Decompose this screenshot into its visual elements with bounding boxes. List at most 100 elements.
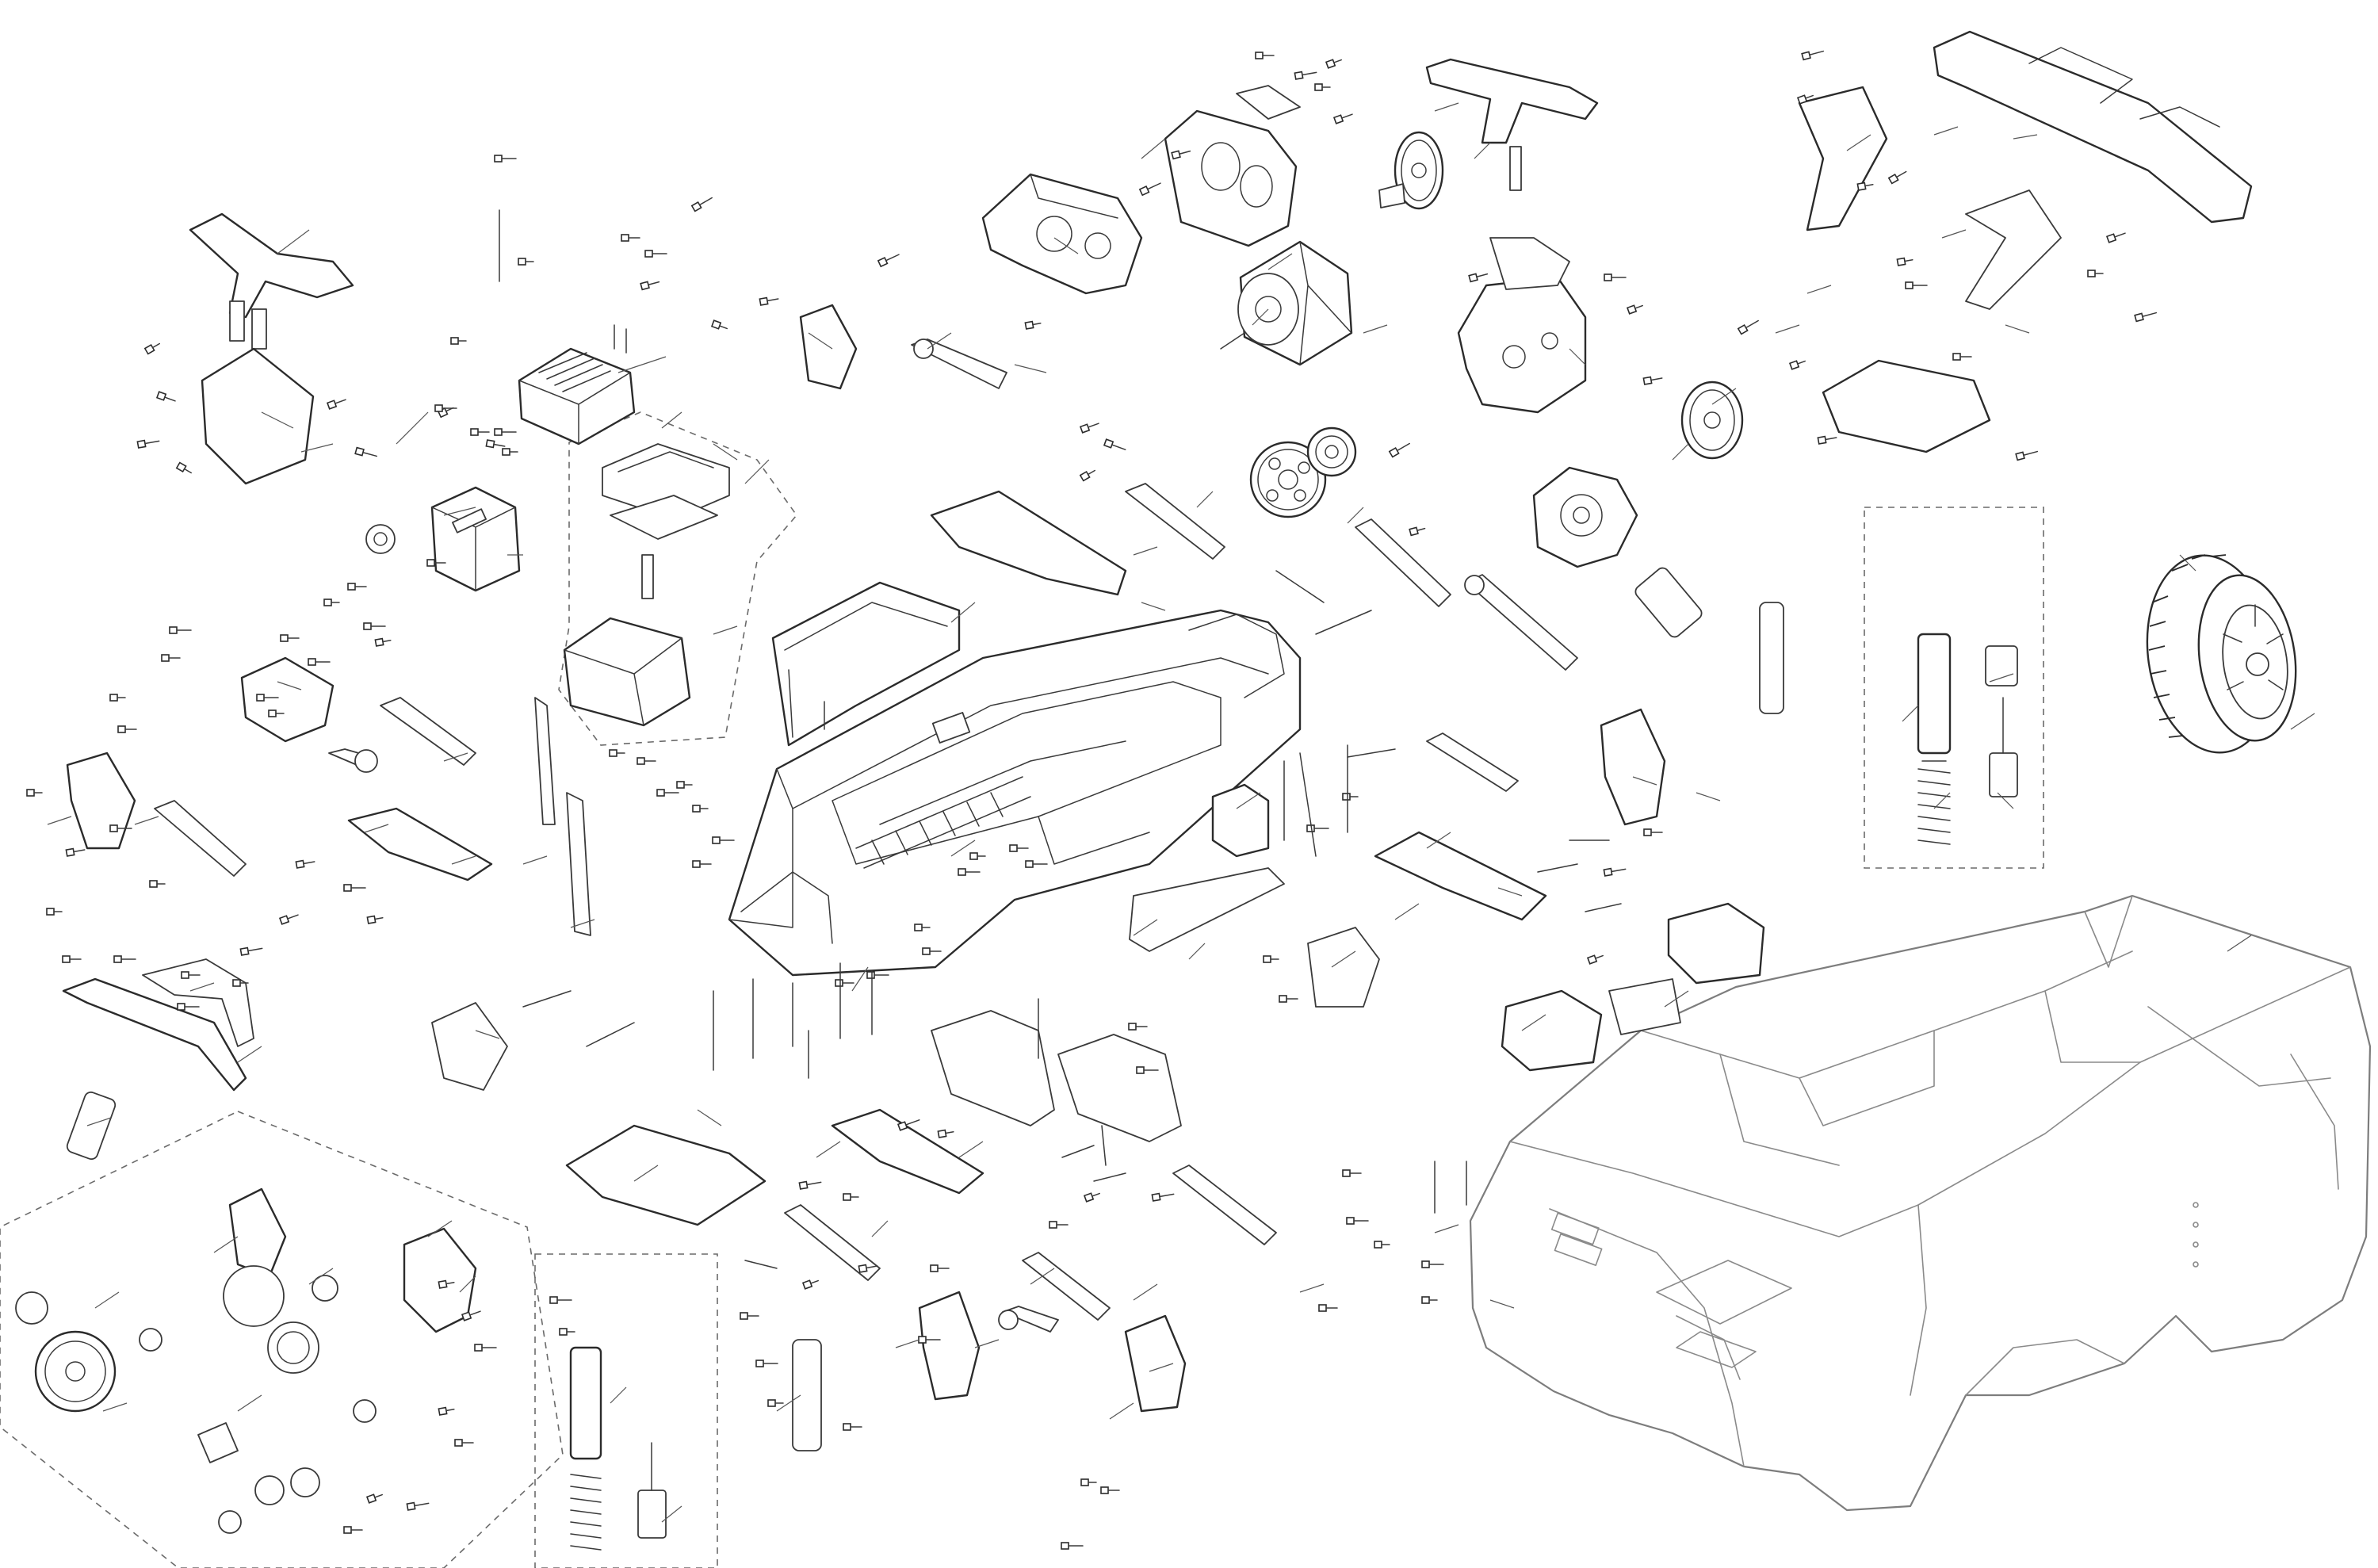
leader-line xyxy=(1711,388,1737,405)
screw-icon xyxy=(1642,376,1663,385)
screw-icon xyxy=(676,781,693,789)
screw-icon xyxy=(295,859,315,869)
leader-line xyxy=(808,332,833,350)
wheel-tire xyxy=(2146,554,2297,754)
leader-line xyxy=(1497,887,1523,897)
screw-icon xyxy=(438,1279,455,1289)
screw-icon xyxy=(485,439,506,449)
screw-icon xyxy=(922,947,942,955)
leader-line xyxy=(443,507,476,516)
screw-icon xyxy=(470,428,490,436)
leader-line xyxy=(261,411,294,429)
screw-icon xyxy=(835,979,854,987)
screw-icon xyxy=(644,250,667,258)
screw-icon xyxy=(958,868,981,876)
leader-line xyxy=(1521,1014,1546,1031)
screw-icon xyxy=(169,626,192,634)
pin-icon xyxy=(1315,610,1372,635)
leader-line xyxy=(1133,919,1158,936)
screw-icon xyxy=(177,1003,200,1011)
chassis-tub xyxy=(728,609,1302,977)
leader-line xyxy=(1394,903,1420,920)
screw-icon xyxy=(937,1129,954,1138)
leader-line xyxy=(1846,134,1871,151)
screw-icon xyxy=(1342,1169,1362,1177)
leader-line xyxy=(1030,1268,1055,1285)
screw-icon xyxy=(26,789,43,797)
screw-icon xyxy=(113,955,136,963)
screw-icon xyxy=(1171,150,1191,160)
leader-line xyxy=(776,1394,801,1412)
leader-line xyxy=(713,625,738,635)
screw-icon xyxy=(1138,182,1161,197)
screw-icon xyxy=(897,1119,920,1131)
screw-icon xyxy=(843,1193,859,1201)
leader-line xyxy=(1426,832,1451,849)
leader-line xyxy=(1933,126,1959,136)
leader-lines xyxy=(47,102,2315,1523)
gearbox-rear xyxy=(1457,237,1587,414)
leader-line xyxy=(237,1394,262,1412)
screw-icon xyxy=(1887,170,1907,185)
screw-icon xyxy=(656,789,679,797)
screw-icon xyxy=(969,852,986,860)
screw-icon xyxy=(640,281,660,291)
leader-line xyxy=(1569,348,1586,365)
screw-icon xyxy=(1342,793,1359,801)
leader-line xyxy=(1474,142,1491,159)
leader-line xyxy=(950,839,976,857)
screw-icon xyxy=(1080,1478,1097,1486)
shock-kit-right-outline xyxy=(1864,507,2044,869)
leader-line xyxy=(744,459,770,484)
screw-icon xyxy=(1643,828,1663,836)
screw-icon xyxy=(366,915,384,924)
rear-bumper xyxy=(62,958,254,1092)
hardware-screws xyxy=(26,50,2158,1550)
receiver-box xyxy=(1211,783,1765,1072)
leader-line xyxy=(1196,491,1214,508)
leader-line xyxy=(1149,1363,1174,1372)
screw-icon xyxy=(268,709,285,717)
screw-icon xyxy=(710,319,728,330)
screw-icon xyxy=(1079,469,1096,482)
screw-icon xyxy=(1151,1192,1175,1202)
leader-line xyxy=(2179,554,2196,572)
motor xyxy=(1220,240,1353,366)
screw-icon xyxy=(1468,273,1489,283)
leader-line xyxy=(871,1220,889,1237)
screw-icon xyxy=(1388,442,1410,458)
leader-line xyxy=(102,1402,128,1412)
speed-controller xyxy=(518,324,636,446)
front-bumper-brace xyxy=(1798,86,2062,310)
leader-line xyxy=(396,411,429,445)
screw-icon xyxy=(434,404,457,412)
leader-line xyxy=(1252,308,1269,326)
screw-icon xyxy=(2015,450,2039,461)
pin-icon xyxy=(1537,863,1578,873)
screw-icon xyxy=(1409,526,1426,537)
screw-icon xyxy=(46,908,63,916)
screw-icon xyxy=(690,197,713,212)
leader-line xyxy=(1363,324,1388,334)
screw-icon xyxy=(609,749,625,757)
leader-line xyxy=(950,602,976,623)
leader-line xyxy=(1267,253,1293,270)
leader-line xyxy=(47,816,72,825)
leader-line xyxy=(1632,776,1657,786)
leader-line xyxy=(300,443,334,453)
screw-icon xyxy=(1801,50,1825,61)
leader-line xyxy=(2290,713,2315,730)
spur-gear xyxy=(1249,426,1357,518)
leader-line xyxy=(1806,285,1832,294)
screw-icon xyxy=(155,391,176,402)
pin-icon xyxy=(1347,748,1396,758)
screw-icon xyxy=(2105,232,2126,243)
screw-icon xyxy=(518,258,534,266)
screw-icon xyxy=(502,448,518,456)
leader-line xyxy=(927,332,952,350)
leader-line xyxy=(1775,324,1800,334)
screw-icon xyxy=(930,1264,950,1272)
screw-icon xyxy=(2134,312,2158,323)
screw-icon xyxy=(621,234,640,242)
pin-icon xyxy=(1061,1145,1095,1158)
